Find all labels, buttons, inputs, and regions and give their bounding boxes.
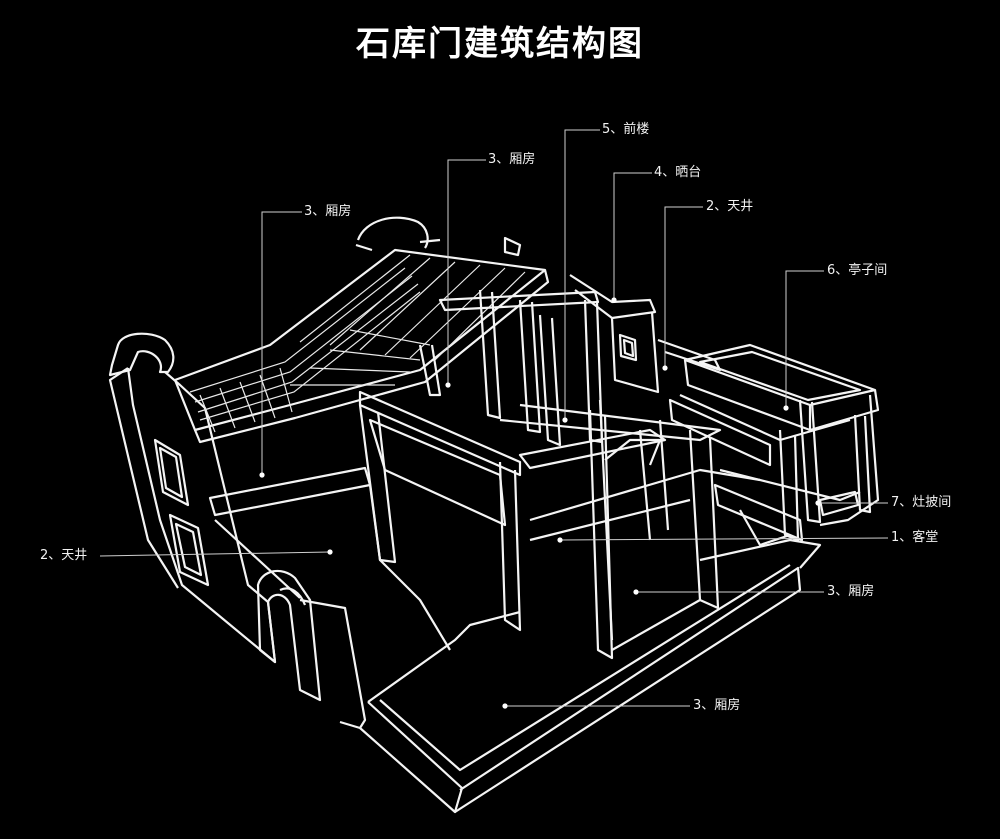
label-tingzijian: 6、亭子间 (827, 263, 888, 278)
label-zaopijian: 7、灶披间 (891, 495, 952, 510)
central-framing (358, 289, 761, 660)
right-pavilion (668, 343, 880, 547)
label-xiangfang-top-left: 3、厢房 (304, 204, 352, 219)
diagram-title: 石库门建筑结构图 (356, 24, 644, 64)
label-tianjing-right: 2、天井 (706, 199, 754, 214)
label-xiangfang-mid-right: 3、厢房 (827, 584, 875, 599)
label-qianlou: 5、前楼 (602, 122, 650, 137)
label-xiangfang-top-center: 3、厢房 (488, 152, 536, 167)
front-arched-gate (256, 569, 322, 702)
left-gable-wall (108, 332, 277, 664)
label-ketang: 1、客堂 (891, 530, 939, 545)
label-shaitai: 4、晒台 (654, 165, 702, 180)
rear-tower (569, 274, 722, 394)
perimeter-walls (208, 466, 822, 814)
leader-lines (99, 129, 889, 709)
label-tianjing-left: 2、天井 (40, 548, 88, 563)
label-xiangfang-bottom: 3、厢房 (693, 698, 741, 713)
